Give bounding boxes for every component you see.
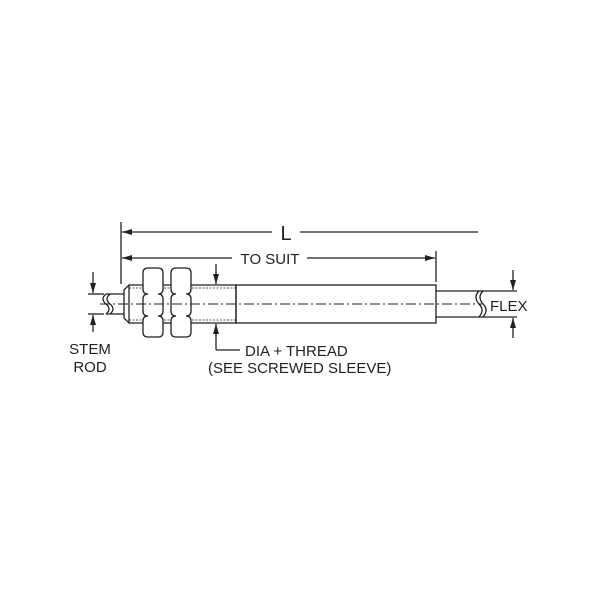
to-suit-dimension (122, 251, 437, 282)
hex-nut (142, 267, 164, 338)
length-label: L (280, 223, 291, 245)
flex-label: FLEX (490, 298, 528, 315)
hex-nut (170, 267, 192, 338)
sleeve-tube (235, 284, 437, 324)
see-screwed-sleeve-label: (SEE SCREWED SLEEVE) (208, 360, 391, 377)
stem-label: STEM (69, 341, 111, 358)
length-dimension (120, 222, 478, 284)
rod-label: ROD (73, 359, 107, 376)
flex-cable (436, 290, 517, 318)
to-suit-label: TO SUIT (241, 251, 300, 268)
dia-thread-label: DIA + THREAD (245, 343, 348, 360)
